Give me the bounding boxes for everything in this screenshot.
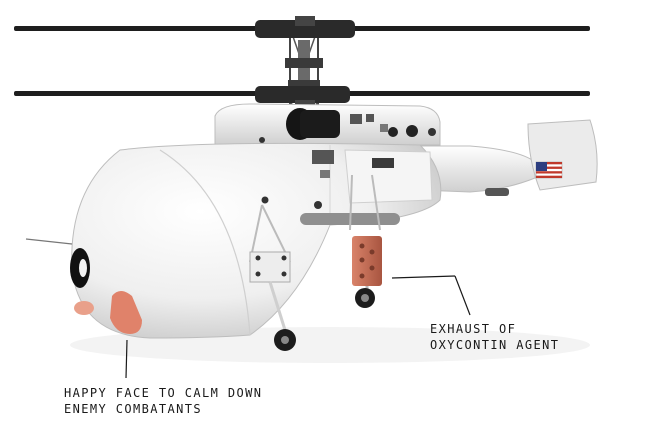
antenna	[25, 238, 73, 245]
exhaust-annotation: EXHAUST OF OXYCONTIN AGENT	[430, 321, 559, 353]
front-landing-gear	[249, 204, 296, 351]
us-flag-icon	[535, 161, 563, 179]
happy-face-annotation-line-1: HAPPY FACE TO CALM DOWN	[64, 386, 263, 400]
exhaust-callout-line-2	[454, 275, 471, 316]
tail-fin	[527, 119, 598, 191]
happy-face-annotation-line-2: ENEMY COMBATANTS	[64, 402, 202, 416]
lower-rotor-blade	[14, 86, 590, 110]
exhaust-pipe	[349, 174, 382, 308]
exhaust-annotation-line-2: OXYCONTIN AGENT	[430, 338, 560, 352]
face-callout-line	[125, 339, 128, 379]
happy-face-annotation: HAPPY FACE TO CALM DOWN ENEMY COMBATANTS	[64, 385, 262, 417]
tail-boom	[419, 145, 536, 196]
exhaust-annotation-line-1: EXHAUST OF	[430, 322, 517, 336]
engine-cowling	[214, 103, 441, 146]
upper-rotor-blade	[14, 16, 590, 38]
exhaust-callout-line	[391, 275, 456, 279]
happy-face	[70, 248, 142, 334]
